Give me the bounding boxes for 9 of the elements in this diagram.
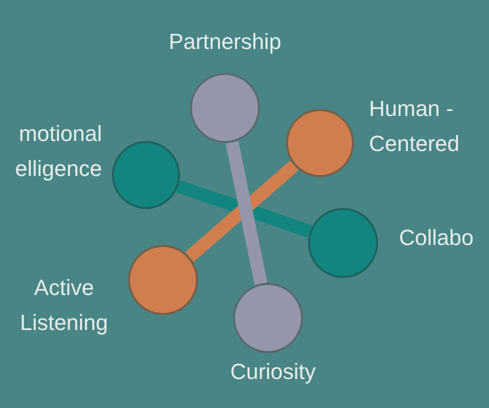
connector-bar [226, 140, 268, 286]
node-caption: Human - Centered [369, 95, 461, 158]
node-caption: Active Listening [18, 274, 110, 337]
node-caption: Partnership [168, 28, 282, 56]
connector-bar [176, 180, 312, 238]
connector-bar [185, 160, 299, 262]
node-caption: Curiosity [229, 358, 317, 386]
node-caption: motional elligence [14, 120, 102, 183]
node-caption: Collabo [399, 224, 475, 252]
